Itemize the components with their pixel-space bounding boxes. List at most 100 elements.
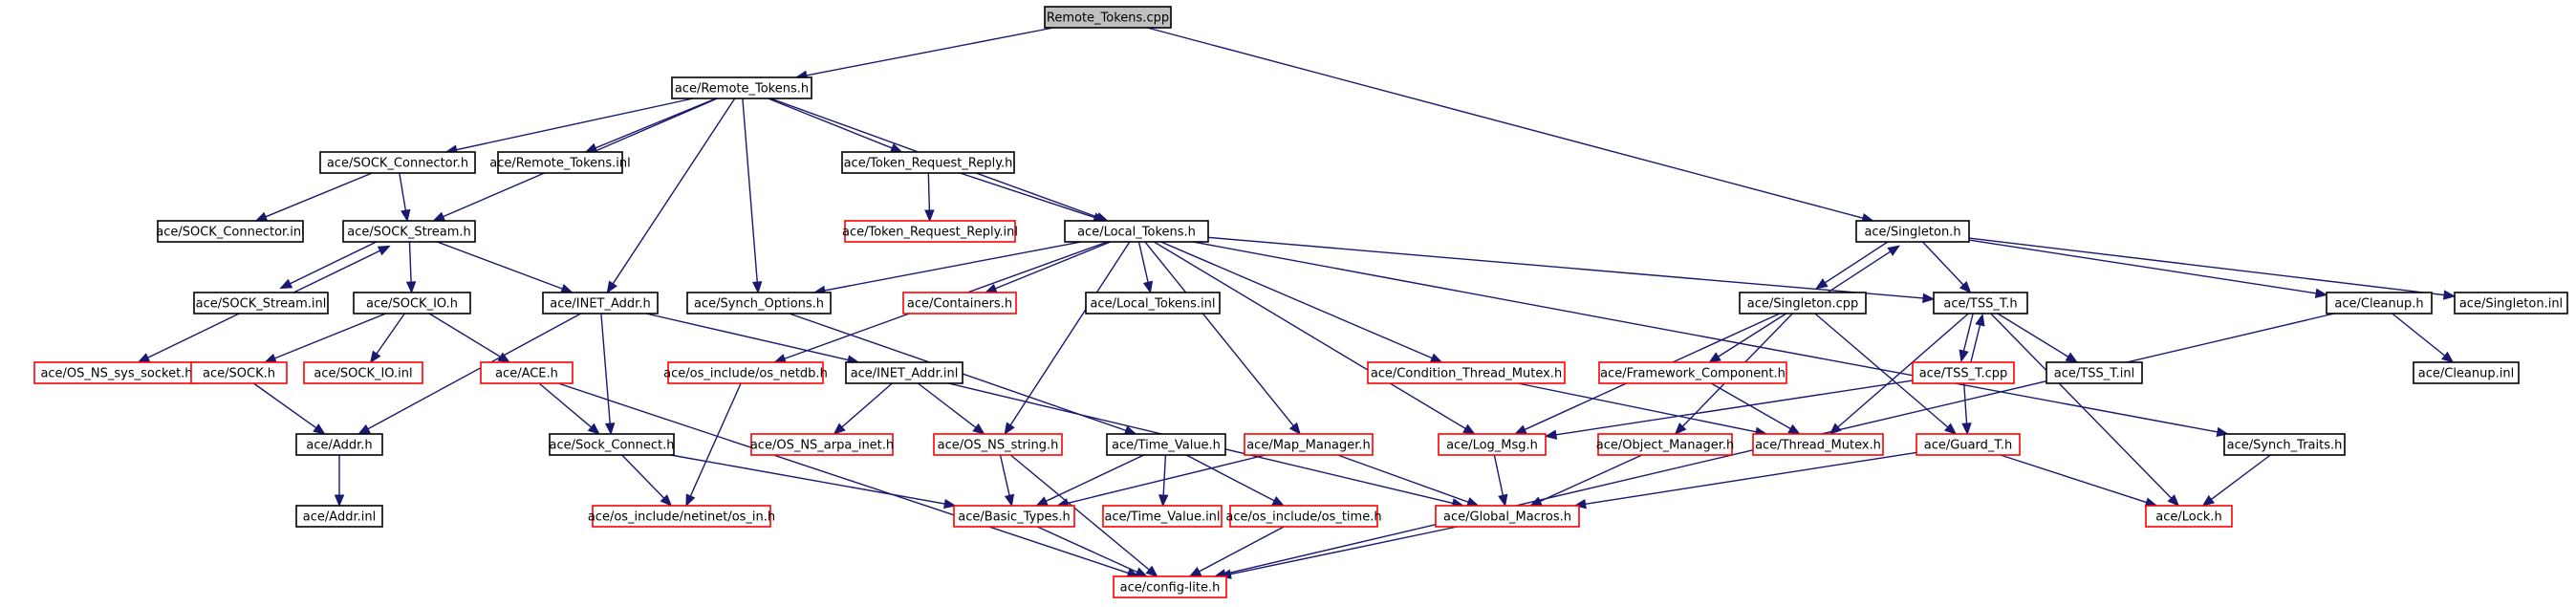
node-box[interactable] bbox=[1044, 6, 1172, 29]
node-box[interactable] bbox=[1102, 505, 1223, 528]
node-box[interactable] bbox=[480, 361, 574, 384]
node-box[interactable] bbox=[2046, 361, 2143, 384]
node-ace-synch-options-h[interactable]: ace/Synch_Options.h bbox=[686, 292, 832, 314]
node-box[interactable] bbox=[295, 505, 383, 528]
node-ace-inet-addr-h[interactable]: ace/INET_Addr.h bbox=[542, 292, 659, 314]
node-box[interactable] bbox=[1106, 433, 1226, 456]
node-ace-sock-stream-inl[interactable]: ace/SOCK_Stream.inl bbox=[193, 292, 329, 314]
node-box[interactable] bbox=[1739, 292, 1867, 314]
node-ace-object-manager-h[interactable]: ace/Object_Manager.h bbox=[1596, 433, 1735, 456]
node-box[interactable] bbox=[353, 292, 471, 314]
node-ace-sock-io-inl[interactable]: ace/SOCK_IO.inl bbox=[303, 361, 423, 384]
node-ace-remote-tokens-inl[interactable]: ace/Remote_Tokens.inl bbox=[489, 151, 631, 174]
node-ace-framework-component-h[interactable]: ace/Framework_Component.h bbox=[1598, 361, 1787, 384]
node-box[interactable] bbox=[342, 220, 476, 243]
node-ace-token-request-reply-inl[interactable]: ace/Token_Request_Reply.inl bbox=[842, 220, 1018, 243]
node-ace-ace-h[interactable]: ace/ACE.h bbox=[480, 361, 574, 384]
node-box[interactable] bbox=[667, 361, 824, 384]
node-ace-tss-t-cpp[interactable]: ace/TSS_T.cpp bbox=[1912, 361, 2015, 384]
node-ace-guard-t-h[interactable]: ace/Guard_T.h bbox=[1916, 433, 2021, 456]
node-ace-local-tokens-h[interactable]: ace/Local_Tokens.h bbox=[1064, 220, 1209, 243]
node-box[interactable] bbox=[671, 76, 812, 99]
node-ace-sock-stream-h[interactable]: ace/SOCK_Stream.h bbox=[342, 220, 476, 243]
node-remote-tokens-cpp[interactable]: Remote_Tokens.cpp bbox=[1044, 6, 1172, 29]
node-box[interactable] bbox=[953, 505, 1075, 528]
node-box[interactable] bbox=[1933, 292, 2028, 314]
node-box[interactable] bbox=[1064, 220, 1209, 243]
node-box[interactable] bbox=[549, 433, 675, 456]
node-box[interactable] bbox=[1085, 292, 1221, 314]
node-box[interactable] bbox=[750, 433, 894, 456]
node-ace-time-value-inl[interactable]: ace/Time_Value.inl bbox=[1102, 505, 1223, 528]
node-box[interactable] bbox=[844, 220, 1016, 243]
node-ace-os-ns-arpa-inet-h[interactable]: ace/OS_NS_arpa_inet.h bbox=[750, 433, 894, 456]
node-ace-os-include-netinet-os-in-h[interactable]: ace/os_include/netinet/os_in.h bbox=[588, 505, 775, 528]
node-box[interactable] bbox=[497, 151, 623, 174]
node-ace-cleanup-inl[interactable]: ace/Cleanup.inl bbox=[2413, 361, 2520, 384]
node-ace-sock-h[interactable]: ace/SOCK.h bbox=[190, 361, 288, 384]
node-box[interactable] bbox=[319, 151, 476, 174]
node-ace-os-include-os-time-h[interactable]: ace/os_include/os_time.h bbox=[1225, 505, 1382, 528]
node-box[interactable] bbox=[1244, 433, 1374, 456]
node-ace-synch-traits-h[interactable]: ace/Synch_Traits.h bbox=[2223, 433, 2346, 456]
node-box[interactable] bbox=[2145, 505, 2233, 528]
node-box[interactable] bbox=[2326, 292, 2433, 314]
node-box[interactable] bbox=[1598, 361, 1787, 384]
node-ace-log-msg-h[interactable]: ace/Log_Msg.h bbox=[1438, 433, 1547, 456]
node-ace-sock-connector-inl[interactable]: ace/SOCK_Connector.inl bbox=[156, 220, 305, 243]
node-box[interactable] bbox=[1752, 433, 1884, 456]
edge-arrowhead bbox=[1135, 567, 1148, 577]
node-box[interactable] bbox=[1855, 220, 1970, 243]
node-ace-remote-tokens-h[interactable]: ace/Remote_Tokens.h bbox=[671, 76, 812, 99]
node-box[interactable] bbox=[1597, 433, 1733, 456]
node-box[interactable] bbox=[1435, 505, 1580, 528]
node-box[interactable] bbox=[1916, 433, 2021, 456]
node-box[interactable] bbox=[841, 151, 1015, 174]
node-box[interactable] bbox=[157, 220, 304, 243]
node-box[interactable] bbox=[2454, 292, 2568, 314]
node-ace-local-tokens-inl[interactable]: ace/Local_Tokens.inl bbox=[1085, 292, 1221, 314]
node-ace-addr-h[interactable]: ace/Addr.h bbox=[295, 433, 383, 456]
node-ace-time-value-h[interactable]: ace/Time_Value.h bbox=[1106, 433, 1226, 456]
node-ace-singleton-h[interactable]: ace/Singleton.h bbox=[1855, 220, 1970, 243]
node-ace-global-macros-h[interactable]: ace/Global_Macros.h bbox=[1435, 505, 1580, 528]
node-ace-sock-connect-h[interactable]: ace/Sock_Connect.h bbox=[549, 433, 675, 456]
node-box[interactable] bbox=[592, 505, 771, 528]
node-ace-lock-h[interactable]: ace/Lock.h bbox=[2145, 505, 2233, 528]
node-ace-sock-io-h[interactable]: ace/SOCK_IO.h bbox=[353, 292, 471, 314]
node-ace-config-lite-h[interactable]: ace/config-lite.h bbox=[1113, 575, 1227, 598]
node-box[interactable] bbox=[686, 292, 832, 314]
node-ace-tss-t-inl[interactable]: ace/TSS_T.inl bbox=[2046, 361, 2143, 384]
node-ace-os-include-os-netdb-h[interactable]: ace/os_include/os_netdb.h bbox=[663, 361, 828, 384]
node-ace-token-request-reply-h[interactable]: ace/Token_Request_Reply.h bbox=[841, 151, 1015, 174]
node-ace-sock-connector-h[interactable]: ace/SOCK_Connector.h bbox=[319, 151, 476, 174]
node-ace-thread-mutex-h[interactable]: ace/Thread_Mutex.h bbox=[1752, 433, 1884, 456]
node-box[interactable] bbox=[1438, 433, 1547, 456]
node-ace-basic-types-h[interactable]: ace/Basic_Types.h bbox=[953, 505, 1075, 528]
node-ace-os-ns-sys-socket-h[interactable]: ace/OS_NS_sys_socket.h bbox=[33, 361, 200, 384]
node-box[interactable] bbox=[1229, 505, 1378, 528]
node-box[interactable] bbox=[1113, 575, 1227, 598]
node-ace-condition-thread-mutex-h[interactable]: ace/Condition_Thread_Mutex.h bbox=[1367, 361, 1566, 384]
node-box[interactable] bbox=[190, 361, 288, 384]
node-ace-singleton-inl[interactable]: ace/Singleton.inl bbox=[2454, 292, 2568, 314]
node-ace-addr-inl[interactable]: ace/Addr.inl bbox=[295, 505, 383, 528]
node-ace-inet-addr-inl[interactable]: ace/INET_Addr.inl bbox=[845, 361, 963, 384]
node-box[interactable] bbox=[902, 292, 1017, 314]
node-box[interactable] bbox=[193, 292, 329, 314]
node-ace-cleanup-h[interactable]: ace/Cleanup.h bbox=[2326, 292, 2433, 314]
node-box[interactable] bbox=[845, 361, 963, 384]
node-box[interactable] bbox=[933, 433, 1063, 456]
node-ace-map-manager-h[interactable]: ace/Map_Manager.h bbox=[1244, 433, 1374, 456]
node-ace-tss-t-h[interactable]: ace/TSS_T.h bbox=[1933, 292, 2028, 314]
node-ace-containers-h[interactable]: ace/Containers.h bbox=[902, 292, 1017, 314]
node-box[interactable] bbox=[1367, 361, 1566, 384]
node-box[interactable] bbox=[542, 292, 659, 314]
node-box[interactable] bbox=[1912, 361, 2015, 384]
node-ace-os-ns-string-h[interactable]: ace/OS_NS_string.h bbox=[933, 433, 1063, 456]
node-ace-singleton-cpp[interactable]: ace/Singleton.cpp bbox=[1739, 292, 1867, 314]
node-box[interactable] bbox=[2413, 361, 2520, 384]
node-box[interactable] bbox=[303, 361, 423, 384]
node-box[interactable] bbox=[2223, 433, 2346, 456]
node-box[interactable] bbox=[295, 433, 383, 456]
